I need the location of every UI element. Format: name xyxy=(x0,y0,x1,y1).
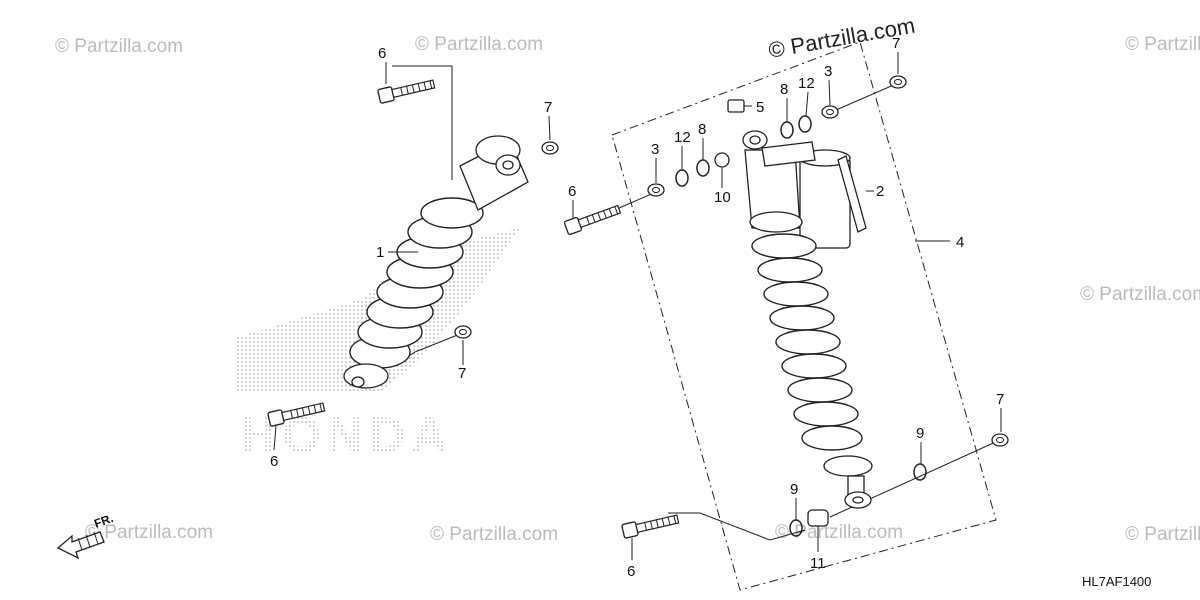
reservoir-sticker xyxy=(837,155,867,233)
callout-7-left-top: 7 xyxy=(544,99,552,116)
left-lower-nut xyxy=(454,325,472,339)
bushing-upper-left xyxy=(647,183,665,197)
watermark: © Partzilla.com xyxy=(1125,34,1200,55)
callout-9-left: 9 xyxy=(790,481,798,498)
callout-6-left-top: 6 xyxy=(378,45,386,62)
assembly-boundary xyxy=(611,41,997,591)
callout-3-upper: 3 xyxy=(824,63,832,80)
watermark: © Partzilla.com xyxy=(1125,524,1200,545)
front-direction-arrow-icon: FR. xyxy=(56,511,115,560)
nut-lower-right xyxy=(991,433,1009,447)
collar xyxy=(727,99,745,113)
left-shock-absorber xyxy=(343,65,529,389)
callout-6-right-upper: 6 xyxy=(568,183,576,200)
callout-12-upper: 12 xyxy=(798,75,815,92)
o-ring-upper-right xyxy=(798,115,812,133)
left-upper-nut xyxy=(541,141,559,155)
o-ring-upper-left xyxy=(675,169,689,187)
callout-8-left: 8 xyxy=(698,121,706,138)
washer-upper-left xyxy=(696,159,710,177)
callout-6-right-lower: 6 xyxy=(627,563,635,580)
callout-7-left-bottom: 7 xyxy=(458,365,466,382)
callout-9-right: 9 xyxy=(916,425,924,442)
diagram-code: HL7AF1400 xyxy=(1082,574,1151,589)
front-label: FR. xyxy=(92,511,115,531)
watermark: © Partzilla.com xyxy=(55,36,183,57)
clip-lower-right xyxy=(913,463,927,481)
watermark: © Partzilla.com xyxy=(775,522,903,543)
washer-upper-right xyxy=(780,121,794,139)
watermark: © Partzilla.com xyxy=(85,522,213,543)
watermark: © Partzilla.com xyxy=(415,34,543,55)
callout-11: 11 xyxy=(810,555,826,572)
bushing-upper-right xyxy=(821,105,839,119)
callout-12-left: 12 xyxy=(674,129,691,146)
callout-7-right-low: 7 xyxy=(996,391,1004,408)
right-shock-absorber xyxy=(742,130,873,509)
callout-7-right-far: 7 xyxy=(892,35,900,52)
watermark: © Partzilla.com xyxy=(1080,284,1200,305)
sleeve xyxy=(714,152,730,168)
right-lower-bolt xyxy=(620,511,680,540)
nut-upper-far xyxy=(889,75,907,89)
callout-3-left: 3 xyxy=(651,141,659,158)
callout-4: 4 xyxy=(956,234,964,251)
callout-10: 10 xyxy=(714,189,731,206)
callout-6-left-bottom: 6 xyxy=(270,453,278,470)
callout-8-upper: 8 xyxy=(780,81,788,98)
callout-1: 1 xyxy=(376,244,384,261)
callout-5: 5 xyxy=(756,99,764,116)
callout-2: 2 xyxy=(876,183,884,200)
watermark: © Partzilla.com xyxy=(430,524,558,545)
lower-bushing xyxy=(807,509,829,527)
